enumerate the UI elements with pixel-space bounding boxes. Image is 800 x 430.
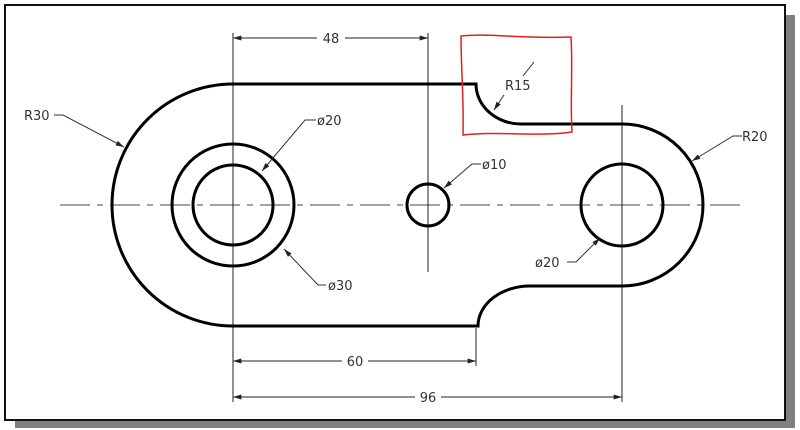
- leader-r20: [691, 135, 742, 162]
- drawing-frame: [4, 4, 786, 421]
- hole-small: [405, 182, 451, 228]
- dimension-96: 96: [420, 391, 437, 406]
- callout-r15: R15: [505, 79, 531, 94]
- callout-r30: R30: [24, 109, 50, 124]
- callout-r20: R20: [742, 130, 768, 145]
- callout-d20-right: ø20: [535, 256, 560, 271]
- hole-left: [191, 163, 275, 247]
- highlight-box: [460, 34, 573, 136]
- leader-d20-left: [261, 119, 316, 172]
- dimension-48: 48: [323, 32, 340, 47]
- part-outline: [110, 82, 705, 328]
- callout-d10: ø10: [482, 158, 507, 173]
- leader-d30: [283, 248, 326, 286]
- dimension-60: 60: [347, 355, 364, 370]
- leader-r15-tick: [522, 61, 535, 77]
- leader-r30: [54, 114, 125, 148]
- leader-d20-right: [567, 237, 601, 263]
- leader-r15: [493, 94, 505, 111]
- boss-outer-circle: [170, 142, 296, 268]
- callout-d20-left: ø20: [317, 114, 342, 129]
- callout-d30: ø30: [328, 279, 353, 294]
- hole-right: [579, 162, 665, 248]
- leader-d10: [443, 163, 481, 189]
